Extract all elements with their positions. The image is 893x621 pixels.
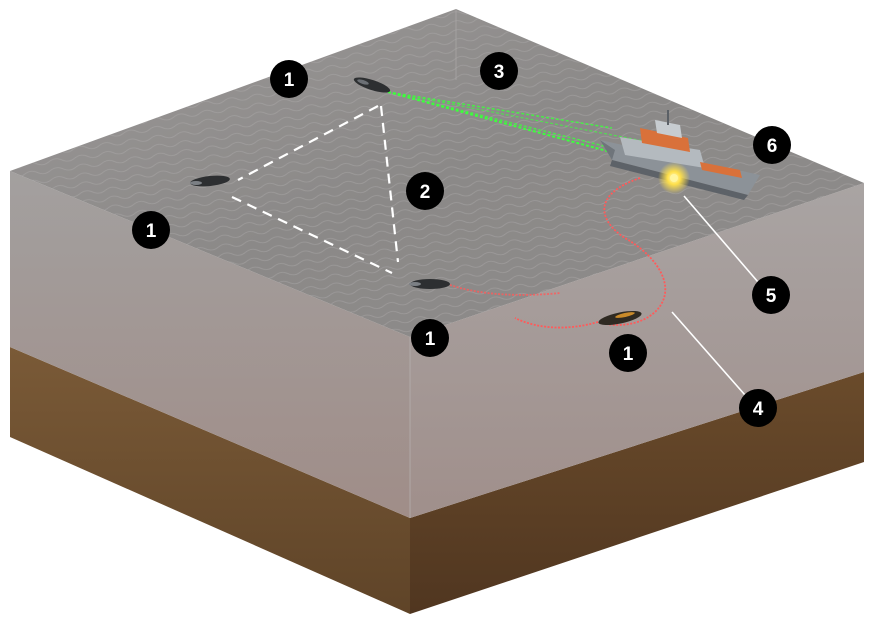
marker-auv-front: 1 <box>411 319 449 357</box>
marker-label: 3 <box>494 62 505 83</box>
marker-sea-surface: 3 <box>480 52 518 90</box>
seabed-left-face <box>10 347 410 614</box>
marker-label: 1 <box>425 329 436 350</box>
marker-label: 1 <box>146 221 157 242</box>
marker-label: 1 <box>284 70 295 91</box>
auv-front <box>409 279 450 289</box>
marker-mother-ship: 6 <box>753 126 791 164</box>
marker-tether-cable: 4 <box>739 389 777 427</box>
marker-auv-top: 1 <box>270 60 308 98</box>
auv-top <box>353 77 391 93</box>
marker-docking-point: 5 <box>752 276 790 314</box>
marker-label: 2 <box>420 182 431 203</box>
auv-left <box>190 175 230 187</box>
marker-acoustic-network: 2 <box>406 172 444 210</box>
marker-auv-deep: 1 <box>609 334 647 372</box>
marker-label: 1 <box>623 344 634 365</box>
auv-deep <box>598 310 642 326</box>
water-left-face <box>10 171 410 518</box>
marker-label: 4 <box>753 399 764 420</box>
seabed-right-face <box>410 372 864 614</box>
leader-line-4 <box>671 311 746 396</box>
acoustic-network-lines <box>231 105 400 274</box>
docking-point-icon <box>670 174 678 182</box>
optical-links <box>387 91 701 177</box>
marker-auv-left: 1 <box>132 211 170 249</box>
sea-surface-ripples <box>10 9 864 337</box>
tether-cable <box>449 177 667 329</box>
leader-line-5 <box>683 195 759 283</box>
marker-label: 5 <box>766 286 777 307</box>
marker-label: 6 <box>767 136 778 157</box>
